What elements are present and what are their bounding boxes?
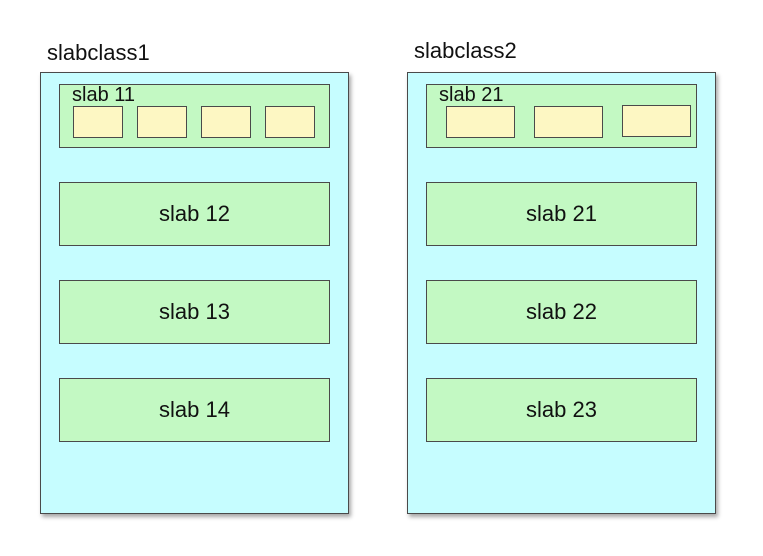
slab-with-chunks: slab 11	[59, 84, 330, 148]
chunk	[446, 106, 515, 138]
slabclass-container: slab 11 slab 12 slab 13 slab 14	[40, 72, 349, 514]
slab-label: slab 21	[526, 201, 597, 226]
slab-with-chunks: slab 21	[426, 84, 697, 148]
slabclass-container: slab 21 slab 21 slab 22 slab 23	[407, 72, 716, 514]
slab: slab 12	[59, 182, 330, 246]
slab-label: slab 12	[159, 201, 230, 226]
slab-label: slab 11	[72, 84, 136, 106]
chunk	[201, 106, 251, 138]
chunk	[137, 106, 187, 138]
slabclass-title: slabclass1	[47, 40, 150, 65]
slab: slab 23	[426, 378, 697, 442]
slab-label: slab 13	[159, 299, 230, 324]
slab: slab 14	[59, 378, 330, 442]
slab: slab 13	[59, 280, 330, 344]
slab: slab 21	[426, 182, 697, 246]
chunk	[73, 106, 123, 138]
chunk	[534, 106, 603, 138]
slab-label: slab 21	[439, 84, 504, 106]
slab-label: slab 22	[526, 299, 597, 324]
slab-label: slab 23	[526, 397, 597, 422]
slabclass-title: slabclass2	[414, 38, 517, 63]
slab-label: slab 14	[159, 397, 230, 422]
chunk	[622, 105, 691, 137]
chunk	[265, 106, 315, 138]
slab: slab 22	[426, 280, 697, 344]
